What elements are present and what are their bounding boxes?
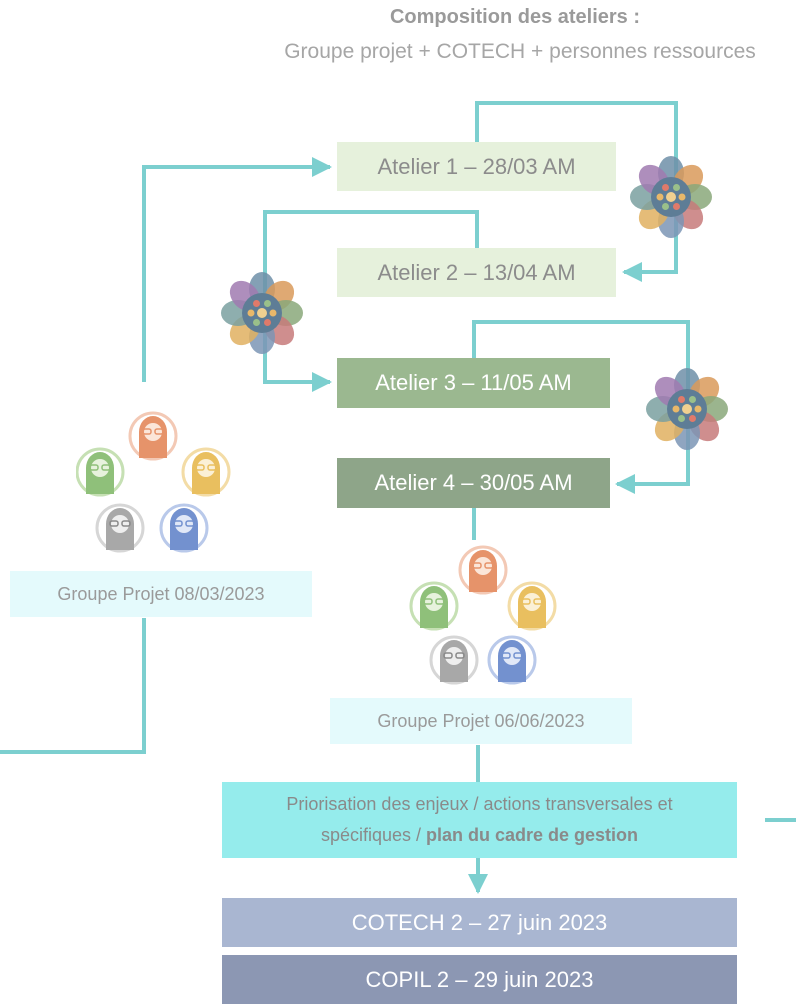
groupe-projet-1-label: Groupe Projet 08/03/2023 bbox=[57, 583, 265, 604]
person-icon bbox=[75, 447, 125, 497]
person-icon bbox=[159, 503, 209, 553]
workshop-flower-icon bbox=[646, 368, 728, 450]
workshop-flower-icon bbox=[630, 156, 712, 238]
atelier-2-box: Atelier 2 – 13/04 AM bbox=[337, 248, 616, 297]
copil-box: COPIL 2 – 29 juin 2023 bbox=[222, 955, 737, 1004]
person-icon bbox=[458, 545, 508, 595]
person-icon bbox=[507, 581, 557, 631]
atelier-3-box: Atelier 3 – 11/05 AM bbox=[337, 358, 610, 408]
atelier-2-label: Atelier 2 – 13/04 AM bbox=[377, 259, 576, 285]
priorisation-line-2: spécifiques / plan du cadre de gestion bbox=[321, 820, 638, 851]
person-icon bbox=[95, 503, 145, 553]
atelier-1-box: Atelier 1 – 28/03 AM bbox=[337, 142, 616, 191]
connector-atelier3-atelier4 bbox=[472, 320, 690, 494]
person-icon bbox=[487, 635, 537, 685]
workshop-flower-icon bbox=[221, 272, 303, 354]
person-icon bbox=[409, 581, 459, 631]
cotech-label: COTECH 2 – 27 juin 2023 bbox=[351, 909, 608, 935]
groupe-projet-2-box: Groupe Projet 06/06/2023 bbox=[330, 698, 632, 744]
atelier-4-label: Atelier 4 – 30/05 AM bbox=[374, 470, 573, 495]
team-people-icon bbox=[408, 542, 568, 698]
connector-atelier1-atelier2 bbox=[475, 101, 678, 282]
person-icon bbox=[128, 411, 178, 461]
connector-atelier2-atelier3 bbox=[263, 210, 479, 392]
diagram-subtitle: Groupe projet + COTECH + personnes resso… bbox=[284, 40, 756, 63]
connector-groupe1-left bbox=[0, 618, 146, 754]
priorisation-line-2-bold: plan du cadre de gestion bbox=[426, 825, 639, 845]
priorisation-box: Priorisation des enjeux / actions transv… bbox=[222, 782, 737, 858]
diagram-title: Composition des ateliers : bbox=[389, 6, 641, 28]
cotech-box: COTECH 2 – 27 juin 2023 bbox=[222, 898, 737, 947]
atelier-3-label: Atelier 3 – 11/05 AM bbox=[375, 370, 572, 395]
atelier-4-box: Atelier 4 – 30/05 AM bbox=[337, 458, 610, 508]
groupe-projet-1-box: Groupe Projet 08/03/2023 bbox=[10, 571, 312, 617]
copil-label: COPIL 2 – 29 juin 2023 bbox=[365, 966, 594, 992]
person-icon bbox=[181, 447, 231, 497]
team-people-icon bbox=[75, 408, 236, 564]
priorisation-line-1: Priorisation des enjeux / actions transv… bbox=[286, 794, 673, 814]
priorisation-line-2-prefix: spécifiques / bbox=[320, 825, 426, 845]
connector-groupe1-atelier1 bbox=[142, 157, 332, 382]
groupe-projet-2-label: Groupe Projet 06/06/2023 bbox=[377, 710, 585, 731]
atelier-1-label: Atelier 1 – 28/03 AM bbox=[377, 153, 576, 179]
person-icon bbox=[429, 635, 479, 685]
